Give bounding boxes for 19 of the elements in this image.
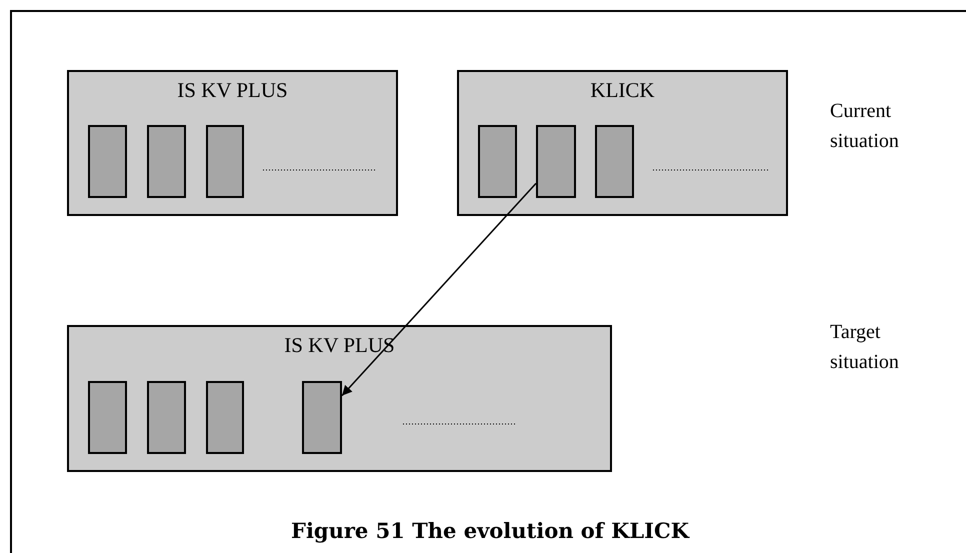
system-box bbox=[67, 70, 398, 216]
module-box bbox=[147, 125, 186, 198]
module-box bbox=[595, 125, 634, 198]
arrow bbox=[341, 182, 537, 396]
module-box bbox=[206, 125, 244, 198]
situation-label: Target situation bbox=[830, 320, 900, 375]
module-box bbox=[147, 381, 186, 454]
module-box bbox=[302, 381, 342, 454]
figure-caption: Figure 51 The evolution of KLICK bbox=[291, 518, 689, 543]
system-box bbox=[67, 325, 612, 472]
situation-label: Current situation bbox=[830, 99, 900, 154]
module-box bbox=[536, 125, 576, 198]
module-box bbox=[206, 381, 244, 454]
module-box bbox=[88, 125, 127, 198]
module-box bbox=[88, 381, 127, 454]
system-box bbox=[457, 70, 788, 216]
system-name: IS KV PLUS bbox=[177, 78, 288, 103]
system-name: KLICK bbox=[590, 78, 655, 103]
module-box bbox=[478, 125, 517, 198]
